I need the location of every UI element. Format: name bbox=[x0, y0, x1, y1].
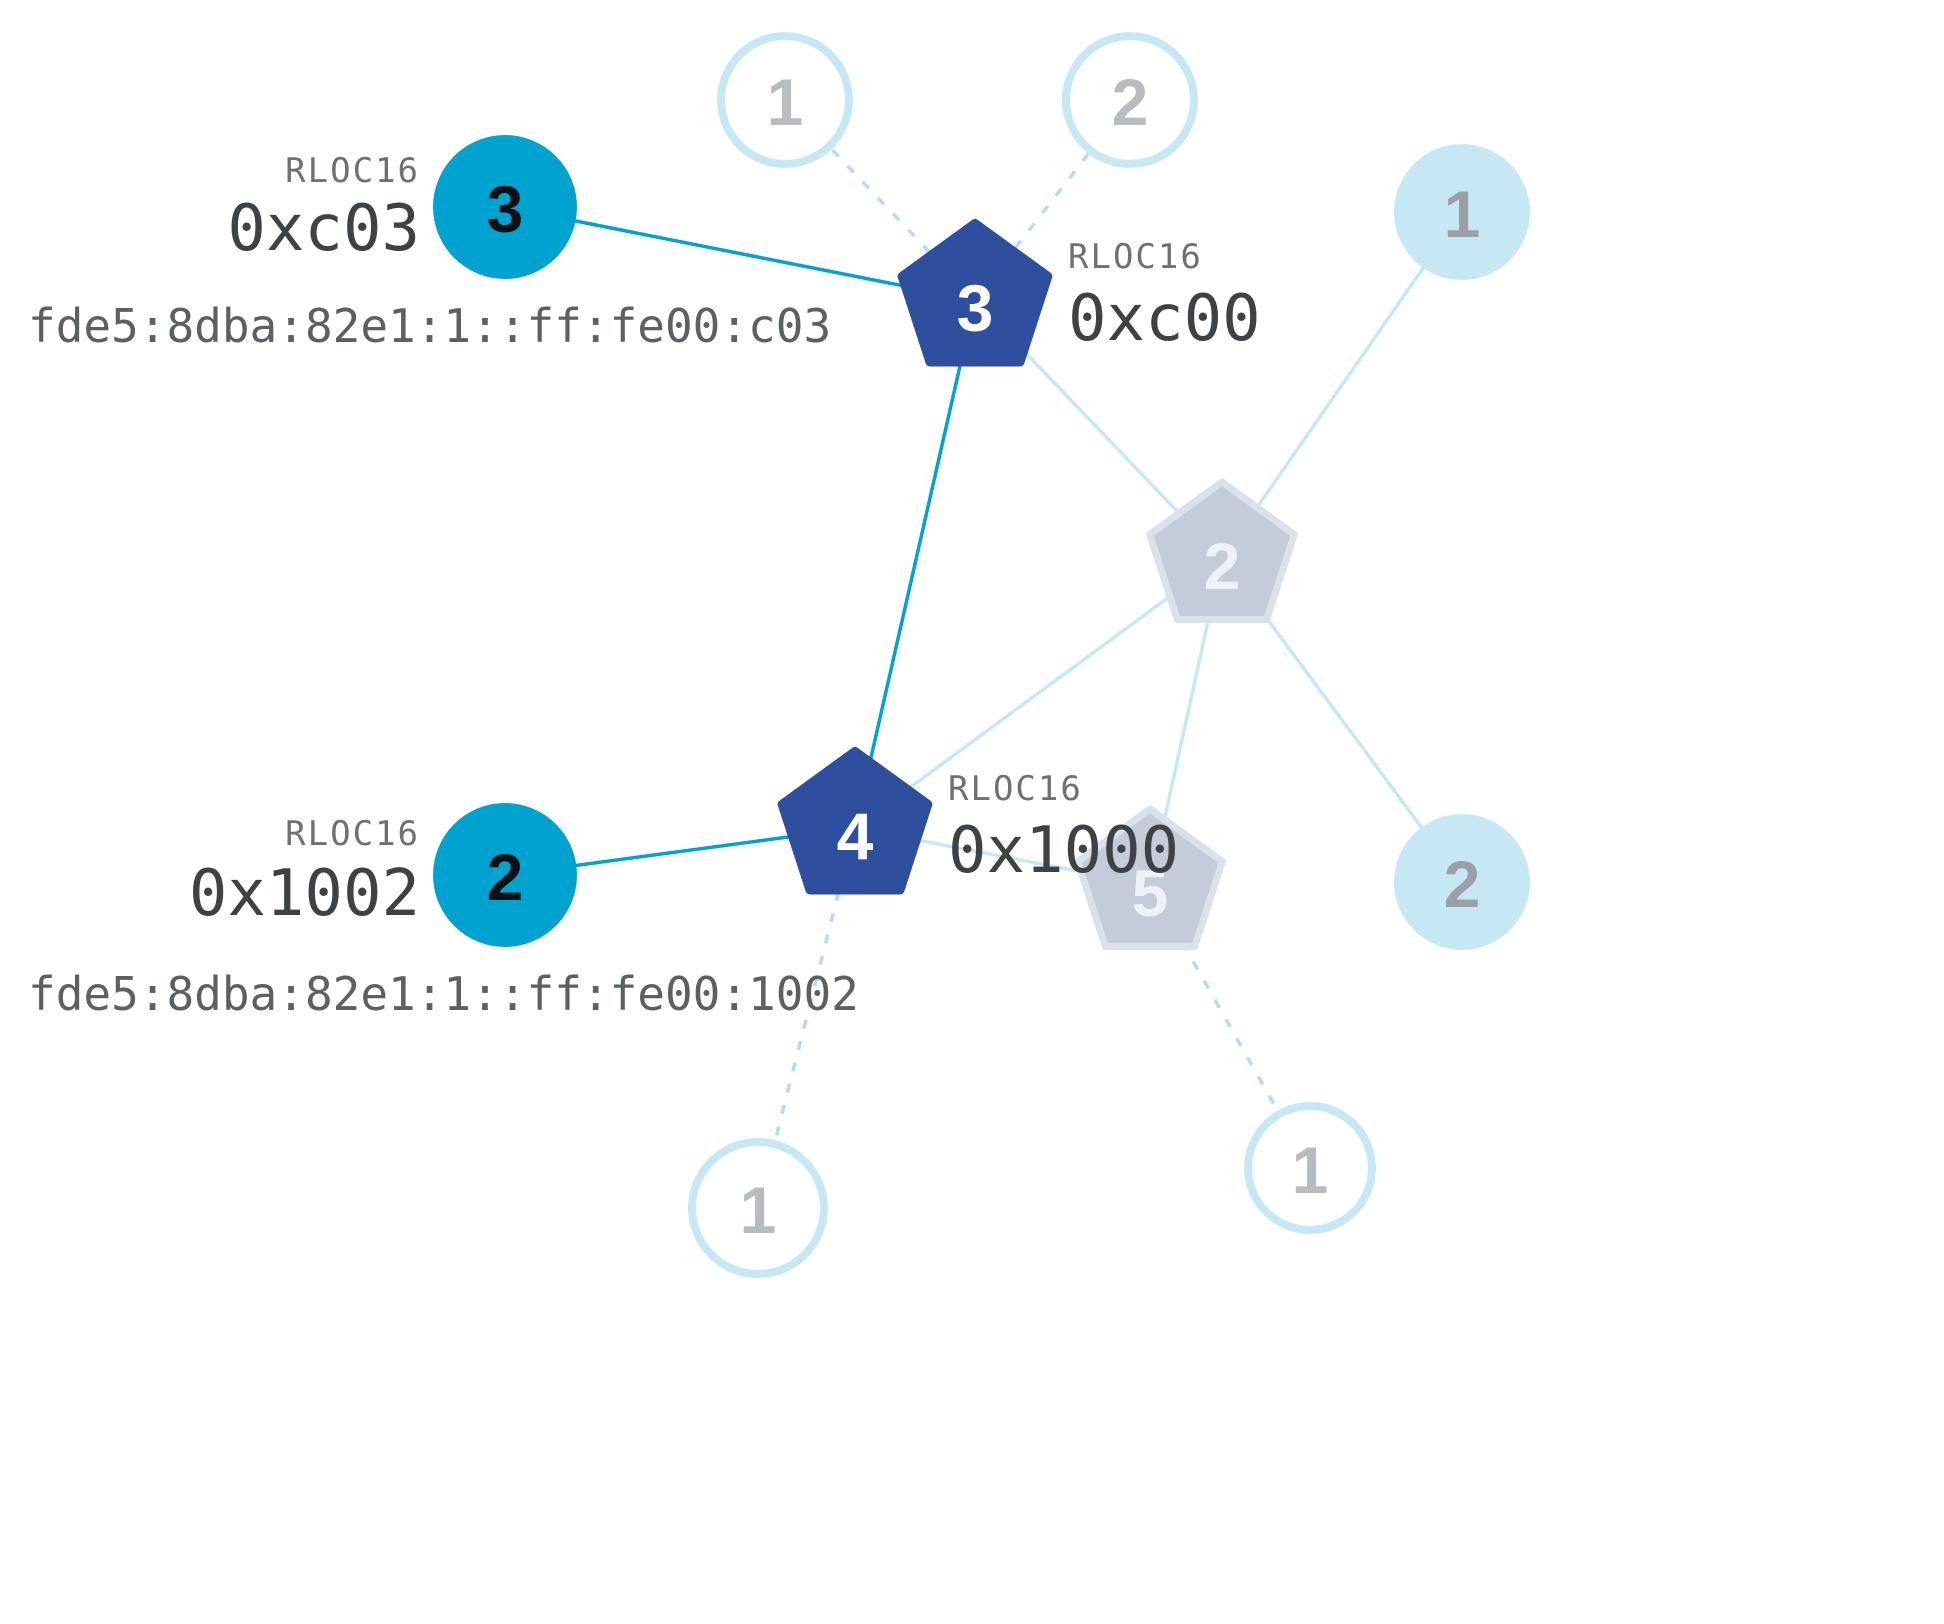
end-device-shape bbox=[1062, 32, 1198, 168]
node-child-bottom-1[interactable]: 1 bbox=[688, 1138, 828, 1278]
link-router-0xc00--router-0x1000 bbox=[853, 299, 977, 829]
end-device-shape bbox=[717, 32, 853, 168]
node-child-0xc03[interactable]: 3 bbox=[433, 135, 577, 279]
ipv6-address-child-0x1002: fde5:8dba:82e1:1::ff:fe00:1002 bbox=[28, 967, 859, 1021]
ipv6-address-child-0xc03: fde5:8dba:82e1:1::ff:fe00:c03 bbox=[28, 299, 831, 353]
router-pentagon-shape bbox=[897, 219, 1053, 367]
router-pentagon-shape bbox=[1074, 805, 1226, 950]
end-device-shape bbox=[1394, 814, 1530, 950]
rloc16-value-router-0x1000: 0x1000 bbox=[948, 814, 1179, 888]
rloc16-label-child-0xc03: RLOC16 bbox=[285, 151, 420, 191]
rloc16-value-child-0x1002: 0x1002 bbox=[189, 857, 420, 931]
link-router-2--router-0x1000 bbox=[853, 556, 1224, 830]
node-router-0x1000[interactable]: 4 bbox=[777, 747, 933, 895]
link-router-2--child-right-1 bbox=[1220, 211, 1464, 559]
end-device-shape bbox=[433, 135, 577, 279]
end-device-shape bbox=[688, 1138, 828, 1278]
end-device-shape bbox=[433, 803, 577, 947]
router-pentagon-shape bbox=[1146, 478, 1298, 623]
end-device-shape bbox=[1394, 144, 1530, 280]
node-child-right-1[interactable]: 1 bbox=[1394, 144, 1530, 280]
node-child-top-1[interactable]: 1 bbox=[717, 32, 853, 168]
annotations-layer: RLOC160xc03fde5:8dba:82e1:1::ff:fe00:c03… bbox=[28, 151, 1261, 1021]
link-child-0xc03--router-0xc00 bbox=[504, 205, 976, 302]
end-device-shape bbox=[1244, 1102, 1376, 1234]
node-child-right-2[interactable]: 2 bbox=[1394, 814, 1530, 950]
rloc16-value-child-0xc03: 0xc03 bbox=[227, 192, 420, 266]
rloc16-value-router-0xc00: 0xc00 bbox=[1068, 282, 1261, 356]
node-child-top-2[interactable]: 2 bbox=[1062, 32, 1198, 168]
node-child-0x1002[interactable]: 2 bbox=[433, 803, 577, 947]
router-pentagon-shape bbox=[777, 747, 933, 895]
rloc16-label-router-0xc00: RLOC16 bbox=[1068, 237, 1203, 277]
node-child-bottom-right-1[interactable]: 1 bbox=[1244, 1102, 1376, 1234]
rloc16-label-child-0x1002: RLOC16 bbox=[285, 814, 420, 854]
node-router-0xc00[interactable]: 3 bbox=[897, 219, 1053, 367]
rloc16-label-router-0x1000: RLOC16 bbox=[948, 769, 1083, 809]
